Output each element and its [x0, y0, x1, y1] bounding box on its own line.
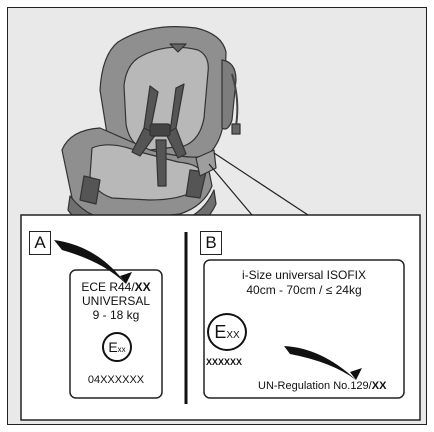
standard-mark: XX: [135, 280, 151, 294]
standard-text: ECE R44/: [81, 280, 134, 294]
regulation-text: UN-Regulation No.129/: [258, 380, 372, 392]
e-mark-a-icon: Exx: [102, 332, 132, 362]
isize-title: i-Size universal ISOFIX: [206, 268, 402, 282]
e-mark-b-icon: EXX: [207, 313, 247, 351]
weight-range: 9 - 18 kg: [73, 308, 159, 322]
regulation-mark: XX: [372, 380, 387, 392]
child-seat: [62, 27, 240, 238]
e-mark-a-letter: E: [108, 339, 117, 355]
regulation-label: UN-Regulation No.129/XX: [258, 380, 386, 392]
approval-number-b: XXXXXX: [206, 357, 242, 367]
standard-label: ECE R44/XX: [73, 280, 159, 294]
panel-a-tag: A: [29, 231, 51, 255]
e-mark-b-letter: E: [214, 322, 226, 342]
e-mark-b-code: XX: [226, 330, 239, 341]
panel-b-tag: B: [200, 231, 222, 255]
approval-number-a: 04XXXXXX: [73, 374, 159, 386]
e-mark-a-code: xx: [118, 345, 126, 354]
category-label: UNIVERSAL: [73, 294, 159, 308]
size-range: 40cm - 70cm / ≤ 24kg: [206, 283, 402, 297]
